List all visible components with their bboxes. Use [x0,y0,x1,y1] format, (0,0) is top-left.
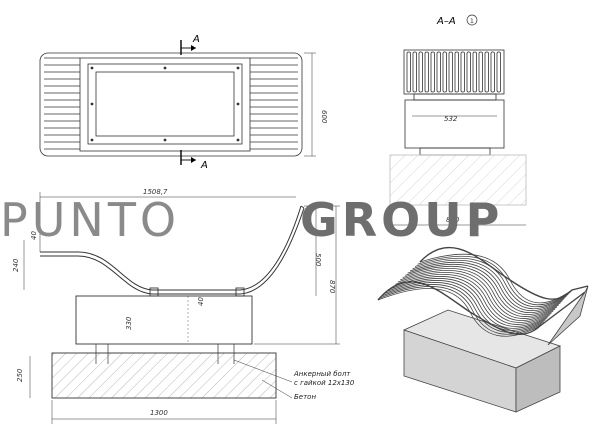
iso-slat [395,274,554,323]
plan-bolt [90,102,94,106]
iso-slat [387,280,548,329]
note-anchor-line2: с гайкой 12х130 [294,379,355,387]
iso-slat [397,272,556,321]
brand-text-light: PUNTO [0,193,180,247]
iso-slat [409,261,565,312]
section-slat [418,51,423,93]
iso-slat [414,257,569,308]
plan-bolt [236,138,240,142]
section-slat [454,51,459,93]
note-concrete: Бетон [294,393,316,401]
svg-text:1: 1 [470,18,474,25]
section-slats [406,51,501,93]
dim-side-height-total: 870 [328,280,336,294]
section-slat [448,51,453,93]
section-scale-icon [466,14,478,26]
iso-slat [417,255,571,306]
iso-slat [405,265,561,316]
section-slat [430,51,435,93]
section-mark-top: A [192,34,200,45]
plan-bolt [163,66,167,70]
plan-right-slats [250,57,298,150]
note-anchor-line1: Анкерный болт [293,370,351,378]
isometric-view [377,246,589,413]
section-slat [436,51,441,93]
section-slat [496,51,501,93]
iso-slat [392,276,552,325]
plan-view [39,40,316,165]
dim-plan-width: 600 [320,110,328,124]
plan-bolt [90,66,94,70]
dim-foundation-1300: 1300 [150,409,168,417]
dim-side-offset-40-left: 40 [30,231,38,240]
dim-side-length: 1508,7 [143,188,168,196]
section-slat [466,51,471,93]
iso-slat [407,263,563,314]
dim-side-height-top: 500 [314,253,322,267]
plan-bolt [163,138,167,142]
section-slat [490,51,495,93]
iso-slat [400,270,558,319]
dim-section-inner: 532 [444,115,458,123]
section-view [389,49,527,226]
section-slat [484,51,489,93]
section-slat [472,51,477,93]
section-slat [460,51,465,93]
section-slat [478,51,483,93]
brand-text-dark: GROUP [300,193,503,247]
plan-bolts [90,66,240,142]
plan-bolt [236,102,240,106]
section-slat [412,51,417,93]
plan-bolt [236,66,240,70]
iso-slat [412,259,567,310]
dim-side-block-330: 330 [125,316,133,330]
dim-side-offset-40-center: 40 [197,297,205,306]
plan-left-slats [44,57,80,150]
plan-bolt [90,138,94,142]
dim-side-offset-240: 240 [12,258,20,272]
section-label: A–A [436,16,456,27]
dim-foundation-250: 250 [16,368,24,382]
dim-section-base: 800 [446,216,460,224]
iso-slat [390,278,550,327]
iso-slat [402,267,560,317]
iso-slat [382,284,544,333]
side-view [23,192,340,424]
section-slat [406,51,411,93]
section-slat [442,51,447,93]
section-slat [424,51,429,93]
section-mark-bottom: A [200,160,208,171]
brand-watermark: PUNTO GROUP [0,193,503,247]
